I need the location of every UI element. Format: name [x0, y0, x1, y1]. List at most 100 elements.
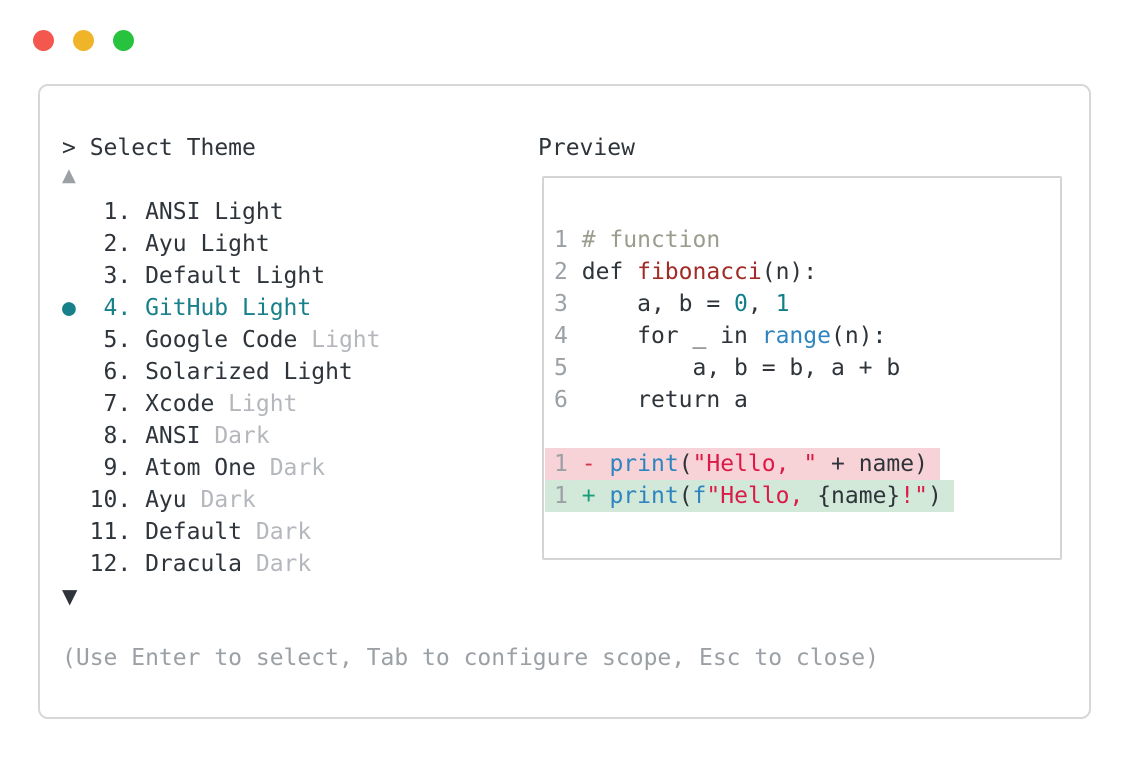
scroll-up-icon[interactable]: ▲ — [62, 165, 76, 186]
theme-variant: Light — [283, 359, 353, 385]
theme-item-number: 9. — [103, 455, 132, 481]
help-text: (Use Enter to select, Tab to configure s… — [62, 645, 879, 671]
theme-item-number: 4. — [103, 295, 132, 321]
code-line-content: 3 a, b = 0, 1 — [554, 291, 789, 317]
code-token: + — [581, 483, 596, 509]
theme-name: Solarized — [145, 359, 270, 385]
theme-list-item[interactable]: 3. Default Light — [62, 260, 538, 292]
theme-name: Google Code — [145, 327, 298, 353]
theme-item-label: Default Light — [145, 260, 325, 292]
theme-list-item[interactable]: 7.Xcode Light — [62, 388, 538, 420]
theme-item-label: Ayu Dark — [145, 484, 256, 516]
theme-item-number: 11. — [89, 519, 132, 545]
code-token: for _ in — [581, 323, 762, 349]
code-token: "Hello, " — [692, 451, 818, 477]
theme-item-number: 10. — [89, 487, 132, 513]
theme-item-label: GitHub Light — [145, 292, 311, 324]
theme-variant: Light — [214, 199, 284, 225]
theme-list-item[interactable]: 12.Dracula Dark — [62, 548, 538, 580]
code-token: print — [609, 483, 679, 509]
code-line: 6 return a — [554, 384, 1060, 416]
code-token: (n): — [830, 323, 887, 349]
code-line: 1 - print("Hello, " + name) — [545, 448, 1060, 480]
scroll-down-icon[interactable]: ▼ — [62, 584, 78, 608]
code-line: 4 for _ in range(n): — [554, 320, 1060, 352]
code-line-content: 4 for _ in range(n): — [554, 323, 886, 349]
theme-variant: Dark — [269, 455, 326, 481]
theme-list-item[interactable]: 5. Google Code Light — [62, 324, 538, 356]
code-token: fibonacci — [637, 259, 762, 285]
code-line-content: 6 return a — [554, 387, 748, 413]
close-button[interactable] — [33, 30, 54, 51]
bullet-slot — [62, 388, 76, 420]
code-token — [596, 483, 610, 509]
theme-variant: Light — [242, 295, 312, 321]
theme-name: Ayu — [145, 231, 187, 257]
theme-item-label: Ayu Light — [145, 228, 270, 260]
theme-item-number: 5. — [103, 327, 132, 353]
line-number: 3 — [554, 291, 568, 317]
bullet-slot — [62, 484, 76, 516]
code-line-content: 5 a, b = b, a + b — [554, 355, 900, 381]
code-line: 1 # function — [554, 224, 1060, 256]
line-number: 1 — [554, 227, 568, 253]
theme-variant: Dark — [255, 551, 312, 577]
line-number: 4 — [554, 323, 568, 349]
theme-list-item[interactable]: 1. ANSI Light — [62, 196, 538, 228]
code-line — [554, 416, 1060, 448]
theme-item-number: 1. — [103, 199, 132, 225]
bullet-slot — [62, 420, 76, 452]
theme-list-item[interactable]: 2.Ayu Light — [62, 228, 538, 260]
code-token: (n): — [761, 259, 818, 285]
code-token: ( — [678, 451, 693, 477]
theme-list-item[interactable]: ● 4. GitHub Light — [62, 292, 538, 324]
bullet-slot — [62, 452, 76, 484]
bullet-slot — [62, 324, 76, 356]
theme-name: GitHub — [145, 295, 229, 321]
code-token: f — [692, 483, 707, 509]
theme-list-item[interactable]: 11. Default Dark — [62, 516, 538, 548]
window-controls — [33, 30, 134, 51]
theme-item-label: Dracula Dark — [145, 548, 311, 580]
theme-variant: Dark — [255, 519, 312, 545]
code-line: 1 + print(f"Hello, {name}!") — [545, 480, 1060, 512]
picker-columns: > Select Theme ▲ 1. ANSI Light 2.Ayu Ligh… — [62, 132, 1065, 612]
theme-list-item[interactable]: 8.ANSI Dark — [62, 420, 538, 452]
theme-variant: Light — [255, 263, 326, 289]
theme-variant: Light — [228, 391, 298, 417]
line-number: 5 — [554, 355, 568, 381]
code-token: a, b = — [581, 291, 735, 317]
theme-name: ANSI — [145, 423, 201, 449]
theme-variant: Light — [311, 327, 381, 353]
line-number: 1 — [554, 483, 568, 509]
code-line: 3 a, b = 0, 1 — [554, 288, 1060, 320]
theme-item-label: Default Dark — [145, 516, 311, 548]
theme-item-label: ANSI Light — [145, 196, 284, 228]
theme-item-label: Google Code Light — [145, 324, 380, 356]
line-number: 1 — [554, 451, 568, 477]
theme-list-item[interactable]: 10. Ayu Dark — [62, 484, 538, 516]
picker-prompt: > Select Theme — [62, 135, 256, 161]
theme-list-item[interactable]: 6.Solarized Light — [62, 356, 538, 388]
bullet-slot — [62, 516, 76, 548]
theme-list-item[interactable]: 9.Atom One Dark — [62, 452, 538, 484]
code-token: 1 — [775, 291, 790, 317]
preview-panel: Preview 1 # function 2 def fibonacci(n): 3… — [538, 132, 1065, 612]
theme-item-number: 3. — [103, 263, 132, 289]
zoom-button[interactable] — [113, 30, 134, 51]
code-line: 5 a, b = b, a + b — [554, 352, 1060, 384]
theme-variant: Dark — [200, 487, 256, 513]
minimize-button[interactable] — [73, 30, 94, 51]
theme-list-panel: > Select Theme ▲ 1. ANSI Light 2.Ayu Ligh… — [62, 132, 538, 612]
theme-name: Default — [145, 519, 242, 545]
theme-item-label: Solarized Light — [145, 356, 353, 388]
bullet-slot — [62, 196, 76, 228]
diff-insertion-line: 1 + print(f"Hello, {name}!") — [545, 480, 954, 512]
code-line-content: 1 # function — [554, 227, 720, 253]
code-token: - — [581, 451, 596, 477]
preview-title: Preview — [538, 135, 635, 161]
theme-list: 1. ANSI Light 2.Ayu Light 3. Default Light… — [62, 196, 538, 580]
selected-bullet-icon: ● — [62, 295, 76, 321]
code-line-content: 2 def fibonacci(n): — [554, 259, 817, 285]
theme-name: Ayu — [145, 487, 187, 513]
